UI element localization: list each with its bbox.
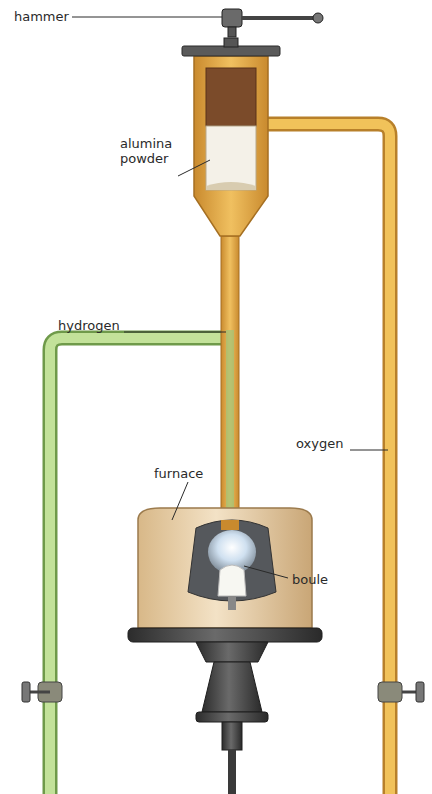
part-label: oxygen xyxy=(296,436,343,451)
part-label: boule xyxy=(292,572,328,587)
hopper xyxy=(182,38,280,236)
pedestal xyxy=(128,628,322,794)
oxygen-pipe xyxy=(268,124,424,794)
part-label: hammer xyxy=(14,9,69,24)
hydrogen-inner xyxy=(226,330,234,520)
furnace xyxy=(138,508,312,628)
feed-tube xyxy=(221,236,239,526)
part-label: hydrogen xyxy=(58,318,120,333)
hammer xyxy=(222,9,323,37)
part-label: furnace xyxy=(154,466,203,481)
part-label: alumina powder xyxy=(120,136,190,166)
leader-lines xyxy=(72,17,388,578)
